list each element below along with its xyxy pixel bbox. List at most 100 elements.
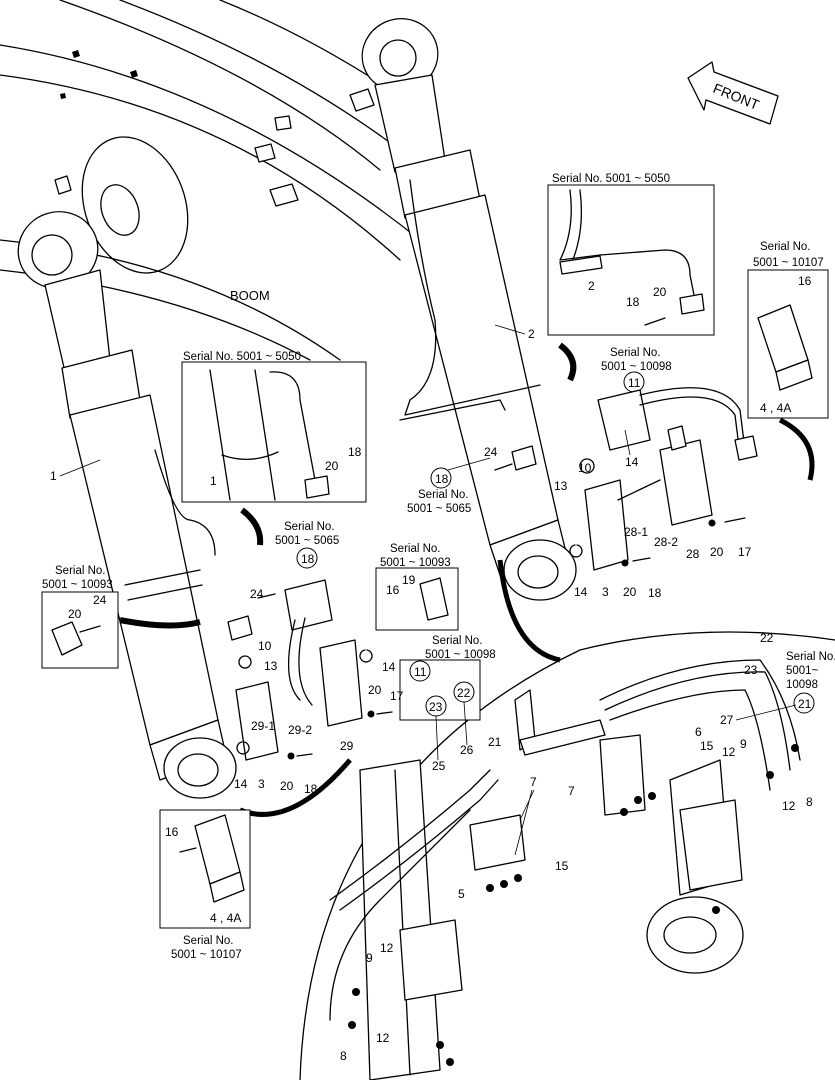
label-parts-p14: 14 (625, 455, 639, 469)
label-parts-p11: 11 (414, 665, 427, 679)
label-parts-p21: 21 (798, 697, 812, 711)
label-parts-p18: 18 (304, 782, 318, 796)
front-arrow-icon: FRONT (687, 61, 779, 125)
label-serials-s-5050: Serial No. 5001 ~ 5050 (552, 173, 670, 185)
label-parts-p15: 15 (700, 739, 714, 753)
upper-right-valve (494, 445, 746, 571)
part-labels: 1 2 24 10 13 14 28-1 28-2 28 20 17 14 3 … (50, 324, 813, 1063)
label-parts-p20: 20 (368, 683, 382, 697)
label-parts-p9: 9 (740, 737, 747, 751)
label-parts-p29: 29 (340, 739, 354, 753)
boom-label: BOOM (230, 288, 270, 303)
label-parts-p3: 3 (602, 585, 609, 599)
label-parts-p2: 2 (588, 279, 595, 293)
label-parts-p14: 14 (234, 777, 248, 791)
label-parts-p1: 1 (50, 469, 57, 483)
label-parts-p20: 20 (623, 585, 637, 599)
serial-10098-right-labels: 5001~ 10098 21 Serial No. 23 (425, 651, 835, 717)
label-parts-p25: 25 (432, 759, 446, 773)
label-parts-p24: 24 (250, 587, 264, 601)
label-parts-p4: 4 , 4A (760, 401, 791, 415)
label-serials-s-5050: Serial No. 5001 ~ 5050 (183, 351, 301, 363)
label-parts-p17: 17 (738, 545, 752, 559)
detail-box-5050-left: Serial No. 5001 ~ 5050 1 20 18 (181, 351, 367, 503)
label-serials-s-5065-line1: Serial No. (418, 489, 469, 501)
label-parts-p14: 14 (382, 660, 396, 674)
label-parts-p12: 12 (782, 799, 796, 813)
label-serials-s-5065-line2: 5001 ~ 5065 (275, 535, 339, 547)
label-parts-p18: 18 (348, 445, 362, 459)
label-parts-p16: 16 (798, 274, 812, 288)
label-parts-p6: 6 (695, 725, 702, 739)
label-parts-p18: 18 (626, 295, 640, 309)
label-parts-p26: 26 (460, 743, 474, 757)
label-serials-s-10098-dash-line3: 10098 (786, 679, 818, 691)
label-serials-s-10098-dash-line2: 5001~ (786, 665, 819, 677)
detail-box-10107-top: Serial No. 5001 ~ 10107 16 4 , 4A (747, 241, 829, 419)
label-serials-s-10098-dash-line1: Serial No. (786, 651, 835, 663)
label-serials-s-10098-line2: 5001 ~ 10098 (601, 361, 672, 373)
label-parts-p23: 23 (429, 700, 443, 714)
label-parts-p12: 12 (722, 745, 736, 759)
label-parts-p13: 13 (264, 659, 278, 673)
label-parts-p2: 2 (528, 327, 535, 341)
label-serials-s-10098-line1: Serial No. (610, 347, 661, 359)
lower-detail-view (299, 631, 835, 1080)
label-parts-p20: 20 (68, 607, 82, 621)
label-parts-p16: 16 (386, 583, 400, 597)
label-parts-p10: 10 (258, 639, 272, 653)
label-parts-p18: 18 (435, 472, 449, 486)
label-parts-p8: 8 (340, 1049, 347, 1063)
label-parts-p5: 5 (458, 887, 465, 901)
label-parts-p16: 16 (165, 825, 179, 839)
left-valve (227, 579, 393, 761)
label-serials-s-5065-line1: Serial No. (284, 521, 335, 533)
label-serials-s-10093-line1: Serial No. (55, 565, 106, 577)
label-parts-p10: 10 (578, 461, 592, 475)
label-parts-p4: 4 , 4A (210, 911, 241, 925)
fasteners (348, 744, 799, 1066)
left-boom-cylinder (17, 211, 237, 799)
label-parts-p29-1: 29-1 (251, 719, 275, 733)
label-parts-p7: 7 (568, 784, 575, 798)
label-parts-p27: 27 (720, 713, 734, 727)
label-parts-p24: 24 (484, 445, 498, 459)
detail-10098-upper: Serial No. 5001 ~ 10098 11 (597, 347, 758, 526)
detail-box-5050-right: Serial No. 5001 ~ 5050 2 18 20 (547, 173, 715, 336)
label-serials-s-10107-line1: Serial No. (760, 241, 811, 253)
label-parts-p20: 20 (325, 459, 339, 473)
label-parts-p1: 1 (210, 474, 217, 488)
label-parts-p12: 12 (376, 1031, 390, 1045)
label-parts-p14: 14 (574, 585, 588, 599)
label-parts-p11: 11 (628, 376, 641, 390)
detail-box-10107-bottom: 16 4 , 4A Serial No. 5001 ~ 10107 (159, 809, 251, 961)
label-parts-p7: 7 (530, 775, 537, 789)
label-parts-p20: 20 (280, 779, 294, 793)
label-parts-p23: 23 (744, 663, 758, 677)
label-parts-p19: 19 (402, 573, 416, 587)
label-parts-p28-2: 28-2 (654, 535, 678, 549)
label-parts-p20: 20 (710, 545, 724, 559)
label-parts-p12: 12 (380, 941, 394, 955)
serial-5065-labels: Serial No. 5001 ~ 5065 18 Serial No. 500… (275, 457, 491, 569)
label-serials-s-10098-line1: Serial No. (432, 635, 483, 647)
label-parts-p24: 24 (93, 593, 107, 607)
label-serials-s-10107-line1: Serial No. (183, 935, 234, 947)
label-parts-p18: 18 (648, 586, 662, 600)
label-parts-p15: 15 (555, 859, 569, 873)
label-serials-s-10107-line2: 5001 ~ 10107 (753, 257, 824, 269)
label-parts-p29-2: 29-2 (288, 723, 312, 737)
detail-box-10098-center: Serial No. 5001 ~ 10098 11 22 14 (382, 635, 496, 721)
detail-box-10093-center: Serial No. 5001 ~ 10093 16 19 (375, 543, 459, 631)
label-parts-p17: 17 (390, 689, 404, 703)
label-parts-p3: 3 (258, 777, 265, 791)
label-parts-p22: 22 (457, 686, 471, 700)
label-parts-p8: 8 (806, 795, 813, 809)
label-parts-p13: 13 (554, 479, 568, 493)
detail-box-10093-left: Serial No. 5001 ~ 10093 20 24 (41, 565, 119, 669)
label-parts-p20: 20 (653, 285, 667, 299)
label-parts-p21: 21 (488, 735, 502, 749)
label-serials-s-5065-line2: 5001 ~ 5065 (407, 503, 471, 515)
